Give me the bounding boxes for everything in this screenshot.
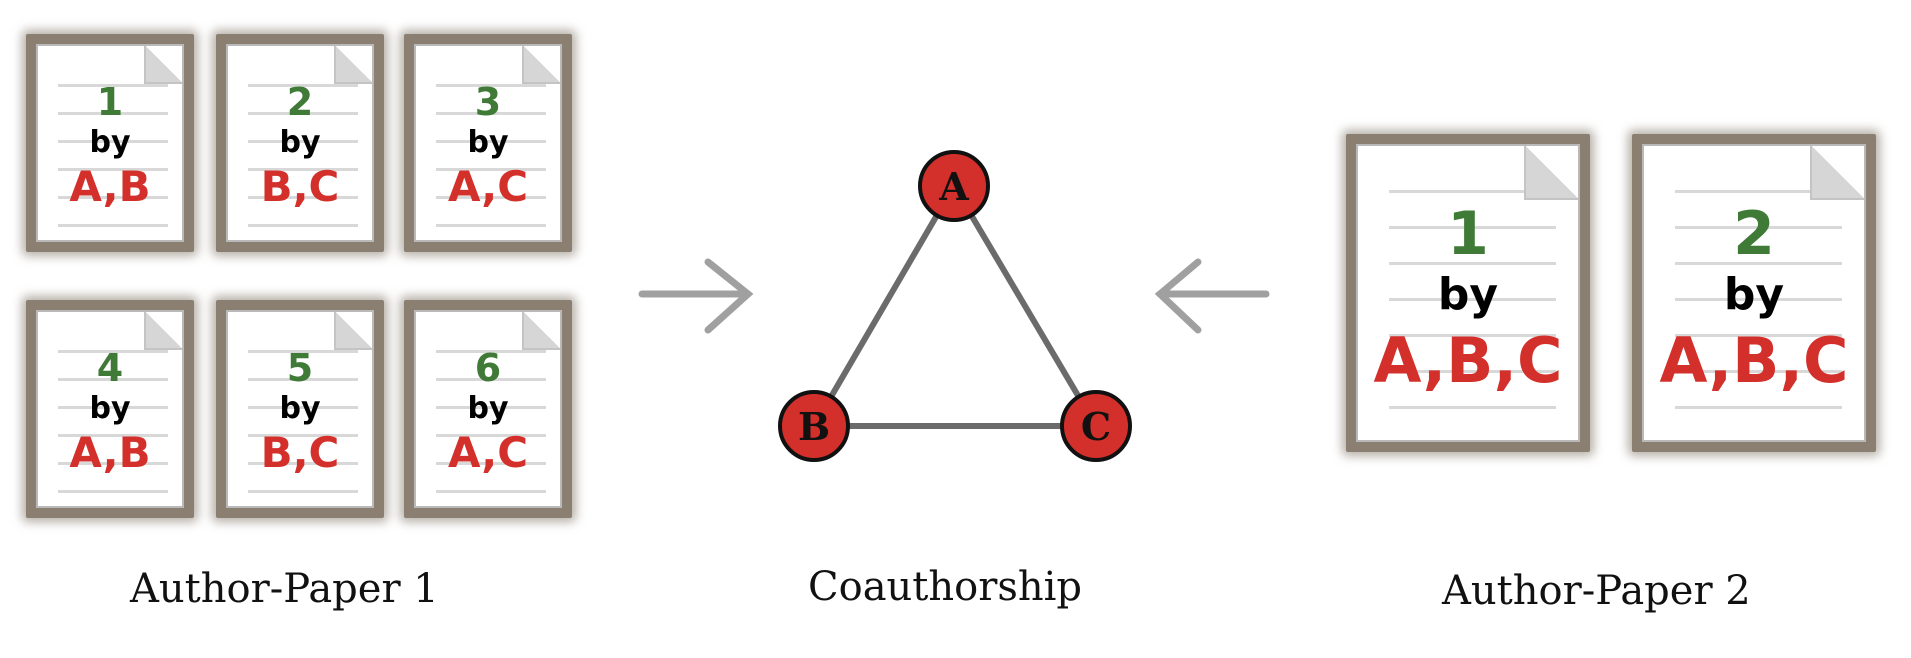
paper-authors: A,B,C (1373, 324, 1563, 398)
edge-a-b (811, 184, 957, 428)
paper-authors: A,B (69, 427, 151, 477)
by-label: by (1437, 268, 1499, 320)
paper-card: 1 by A,B (26, 34, 194, 252)
by-label: by (89, 391, 131, 427)
page-fold-icon (334, 312, 372, 350)
paper-number: 4 (96, 346, 124, 391)
caption-coauthorship: Coauthorship (808, 564, 1083, 610)
paper-number: 1 (1447, 198, 1489, 269)
paper-authors: B,C (260, 161, 340, 211)
paper-authors: A,B (69, 161, 151, 211)
paper-authors: A,B,C (1659, 324, 1849, 398)
paper-number: 2 (1733, 198, 1775, 269)
paper-card: 6 by A,C (404, 300, 572, 518)
page-fold-icon (144, 312, 182, 350)
caption-author-paper-1: Author-Paper 1 (130, 566, 439, 612)
paper-card: 5 by B,C (216, 300, 384, 518)
node-a-label: A (938, 164, 969, 209)
node-a: A (918, 150, 990, 222)
node-c-label: C (1081, 404, 1111, 449)
by-label: by (89, 125, 131, 161)
edge-a-c (951, 184, 1099, 428)
page-fold-icon (1810, 146, 1864, 200)
node-c: C (1060, 390, 1132, 462)
paper-number: 3 (474, 80, 502, 125)
by-label: by (1723, 268, 1785, 320)
node-b: B (778, 390, 850, 462)
page-fold-icon (334, 46, 372, 84)
paper-number: 1 (96, 80, 124, 125)
by-label: by (279, 391, 321, 427)
paper-authors: A,C (447, 161, 529, 211)
paper-card: 2 by B,C (216, 34, 384, 252)
paper-card: 1 by A,B,C (1346, 134, 1590, 452)
by-label: by (467, 391, 509, 427)
by-label: by (467, 125, 509, 161)
paper-authors: A,C (447, 427, 529, 477)
page-fold-icon (522, 46, 560, 84)
page-fold-icon (144, 46, 182, 84)
paper-authors: B,C (260, 427, 340, 477)
paper-number: 5 (286, 346, 314, 391)
paper-number: 2 (286, 80, 314, 125)
page-fold-icon (1524, 146, 1578, 200)
paper-number: 6 (474, 346, 502, 391)
paper-card: 2 by A,B,C (1632, 134, 1876, 452)
page-fold-icon (522, 312, 560, 350)
by-label: by (279, 125, 321, 161)
paper-card: 3 by A,C (404, 34, 572, 252)
arrow-right-icon (638, 258, 754, 334)
node-b-label: B (798, 404, 830, 449)
paper-card: 4 by A,B (26, 300, 194, 518)
arrow-left-icon (1154, 258, 1270, 334)
caption-author-paper-2: Author-Paper 2 (1442, 568, 1751, 614)
